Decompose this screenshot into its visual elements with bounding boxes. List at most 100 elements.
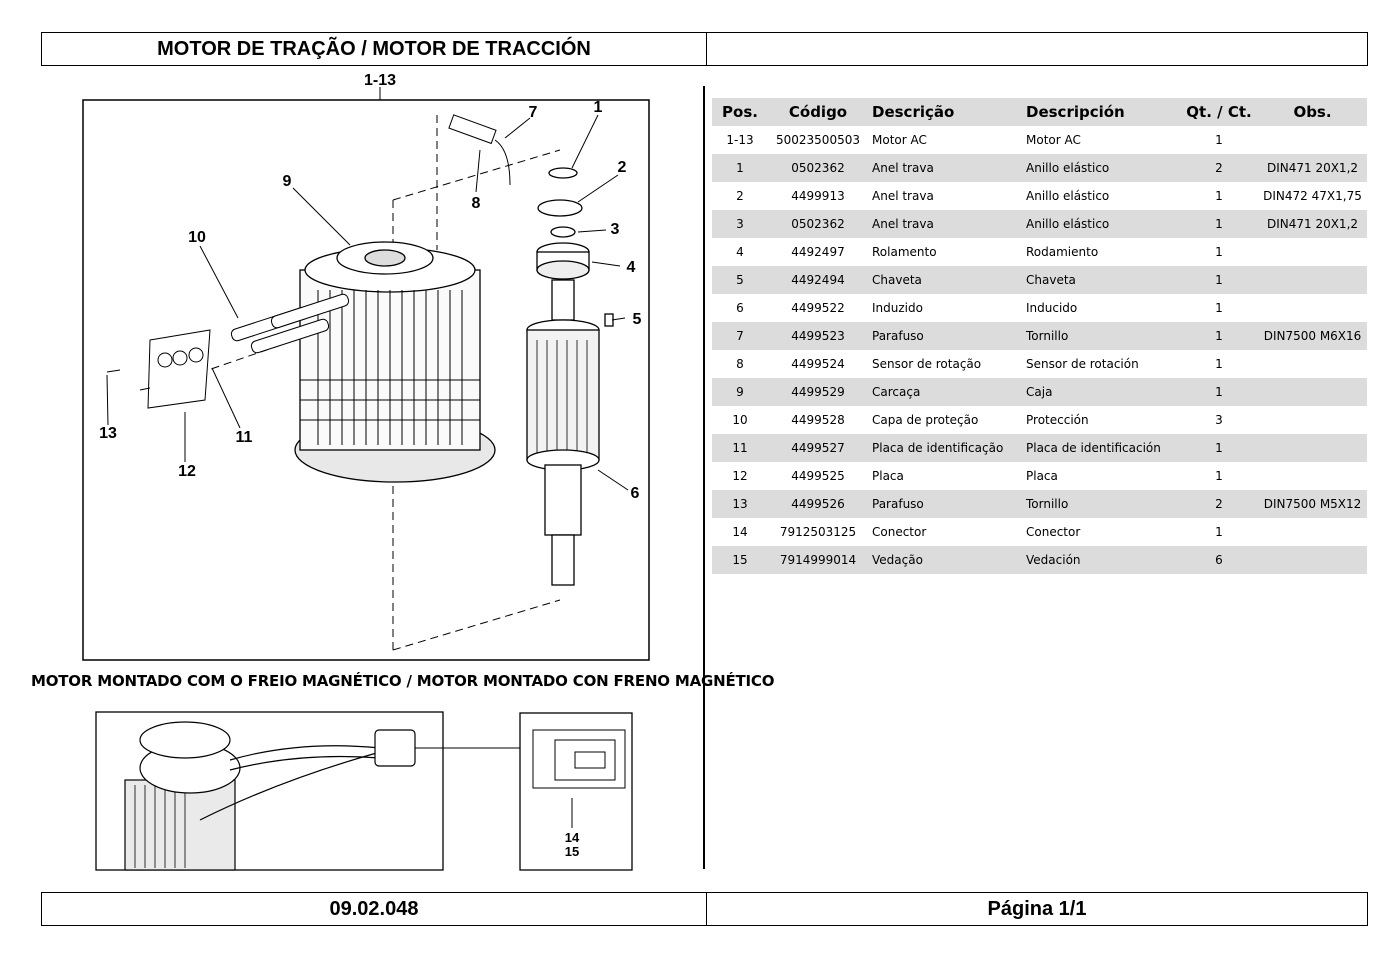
brake-motor xyxy=(124,721,416,871)
cell-pos: 3 xyxy=(712,210,768,238)
col-pos: Pos. xyxy=(712,98,768,126)
drawing-frame xyxy=(82,99,650,661)
label-11: 11 xyxy=(236,429,253,446)
rotation-sensor xyxy=(448,114,511,186)
cell-pos: 6 xyxy=(736,301,744,315)
motor-housing xyxy=(294,241,496,483)
cell-descripcion: Conector xyxy=(1026,525,1081,539)
exploded-motor-drawing: 1-13 xyxy=(82,72,650,871)
cell-pos: 5 xyxy=(712,266,768,294)
cell-descricao: Placa de identificação xyxy=(868,434,1022,462)
label-15: 15 xyxy=(565,844,579,859)
table-row: 10 4499528 Capa de proteção Protección 3 xyxy=(712,406,1367,434)
cell-obs xyxy=(1258,266,1367,294)
label-7: 7 xyxy=(529,104,538,121)
cell-codigo: 4499526 xyxy=(768,490,868,518)
page-title: MOTOR DE TRAÇÃO / MOTOR DE TRACCIÓN xyxy=(42,33,707,65)
cell-descripcion: Vedación xyxy=(1022,546,1180,574)
assembly-caption: MOTOR MONTADO COM O FREIO MAGNÉTICO / MO… xyxy=(31,672,775,690)
cell-codigo: 0502362 xyxy=(768,154,868,182)
cell-obs: DIN7500 M6X16 xyxy=(1258,322,1367,350)
terminal-plate xyxy=(106,329,211,409)
label-14: 14 xyxy=(565,830,580,845)
label-13: 13 xyxy=(99,425,117,442)
cell-pos: 9 xyxy=(712,378,768,406)
cell-pos: 10 xyxy=(732,413,748,427)
label-1: 1 xyxy=(594,99,603,116)
cell-pos: 14 xyxy=(732,525,748,539)
cell-obs xyxy=(1258,518,1367,546)
cell-qt: 1 xyxy=(1215,469,1223,483)
page-number: Página 1/1 xyxy=(987,897,1087,920)
cell-obs: DIN471 20X1,2 xyxy=(1258,210,1367,238)
cell-descricao: Placa xyxy=(872,469,904,483)
col-obs: Obs. xyxy=(1258,98,1367,126)
cell-qt: 2 xyxy=(1180,490,1258,518)
cell-qt: 1 xyxy=(1215,189,1223,203)
document-code: 09.02.048 xyxy=(42,893,707,925)
cell-descripcion: Placa xyxy=(1026,469,1058,483)
cell-codigo: 0502362 xyxy=(768,210,868,238)
cell-descripcion: Protección xyxy=(1026,413,1089,427)
cell-obs xyxy=(1258,546,1367,574)
column-divider xyxy=(703,86,705,869)
cell-descripcion: Chaveta xyxy=(1022,266,1180,294)
cell-pos: 15 xyxy=(712,546,768,574)
cell-descripcion: Inducido xyxy=(1026,301,1078,315)
cell-descricao: Vedação xyxy=(868,546,1022,574)
cell-obs: DIN472 47X1,75 xyxy=(1263,189,1362,203)
cell-obs: DIN7500 M5X12 xyxy=(1258,490,1367,518)
cell-descricao: Sensor de rotação xyxy=(872,357,982,371)
cell-pos: 4 xyxy=(736,245,744,259)
cell-qt: 1 xyxy=(1215,245,1223,259)
cell-qt: 1 xyxy=(1180,322,1258,350)
cell-descripcion: Motor AC xyxy=(1026,133,1081,147)
cell-qt: 6 xyxy=(1180,546,1258,574)
cell-obs xyxy=(1258,462,1367,490)
connector-detail-frame xyxy=(519,712,633,871)
cell-qt: 1 xyxy=(1215,133,1223,147)
label-4: 4 xyxy=(627,259,636,276)
col-qt: Qt. / Ct. xyxy=(1180,98,1258,126)
cell-descripcion: Tornillo xyxy=(1022,322,1180,350)
cell-codigo: 4499529 xyxy=(768,378,868,406)
cell-pos: 13 xyxy=(712,490,768,518)
cell-descripcion: Sensor de rotación xyxy=(1026,357,1139,371)
leader-lines xyxy=(106,114,629,491)
cell-obs xyxy=(1258,350,1367,378)
cell-pos: 11 xyxy=(712,434,768,462)
callout-labels: 1 2 3 4 5 6 7 8 9 10 11 12 13 xyxy=(99,99,641,502)
label-12: 12 xyxy=(178,463,196,480)
cell-codigo: 50023500503 xyxy=(776,133,860,147)
cell-qt: 1 xyxy=(1215,525,1223,539)
cell-obs xyxy=(1258,238,1367,266)
cell-codigo: 4499528 xyxy=(791,413,845,427)
cell-pos: 7 xyxy=(712,322,768,350)
cell-pos: 8 xyxy=(736,357,744,371)
armature xyxy=(526,279,600,586)
table-header-row: Pos. Código Descrição Descripción Qt. / … xyxy=(712,98,1367,126)
cell-qt: 1 xyxy=(1215,301,1223,315)
cell-descricao: Anel trava xyxy=(872,189,934,203)
cell-codigo: 4499522 xyxy=(791,301,845,315)
header-right-cell xyxy=(707,33,1367,65)
parts-table: Pos. Código Descrição Descripción Qt. / … xyxy=(712,98,1367,574)
cell-descricao: Carcaça xyxy=(868,378,1022,406)
cell-codigo: 4499525 xyxy=(791,469,845,483)
cell-qt: 3 xyxy=(1215,413,1223,427)
page-header: MOTOR DE TRAÇÃO / MOTOR DE TRACCIÓN xyxy=(41,32,1368,66)
cell-descricao: Motor AC xyxy=(872,133,927,147)
cell-descripcion: Caja xyxy=(1022,378,1180,406)
cell-descricao: Conector xyxy=(872,525,927,539)
cell-descricao: Capa de proteção xyxy=(872,413,979,427)
